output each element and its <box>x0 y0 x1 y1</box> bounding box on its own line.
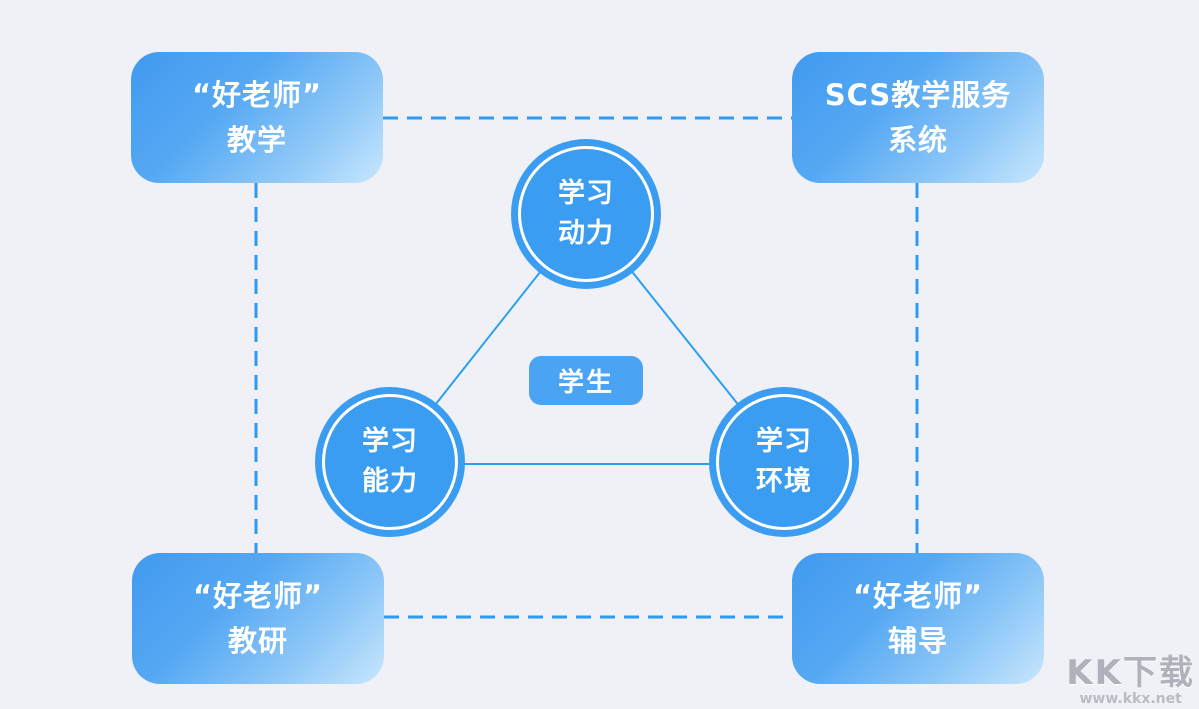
node-good-teacher-tutoring: “好老师” 辅导 <box>792 553 1044 684</box>
node-label-line1: 学习 <box>558 178 614 209</box>
dashed-connectors <box>254 116 919 619</box>
node-scs-teaching-service-system: SCS教学服务 系统 <box>792 52 1044 183</box>
node-label-line1: 学习 <box>756 426 812 457</box>
node-label-line2: 动力 <box>558 218 614 249</box>
node-label-line2: 教学 <box>226 122 287 157</box>
node-label-line2: 能力 <box>362 466 418 497</box>
node-label-line1: “好老师” <box>852 578 984 613</box>
node-label-line1: “好老师” <box>192 578 324 613</box>
node-learning-ability: 学习 能力 <box>315 387 465 537</box>
node-learning-motivation: 学习 动力 <box>511 139 661 289</box>
watermark-brand: KK下载 <box>1066 653 1195 693</box>
node-label-line2: 环境 <box>756 466 812 497</box>
node-learning-environment: 学习 环境 <box>709 387 859 537</box>
node-student: 学生 <box>529 356 643 405</box>
node-good-teacher-teaching: “好老师” 教学 <box>131 52 383 183</box>
watermark: KK下载 www.kkx.net <box>1066 655 1195 707</box>
node-label-line1: 学习 <box>362 426 418 457</box>
node-label-line2: 教研 <box>227 623 288 658</box>
watermark-site-url: www.kkx.net <box>1079 691 1182 707</box>
node-label: 学生 <box>557 368 614 398</box>
node-label-line2: 辅导 <box>887 623 948 658</box>
node-good-teacher-research: “好老师” 教研 <box>132 553 384 684</box>
node-label-line1: “好老师” <box>191 77 323 112</box>
node-label-line2: 系统 <box>887 122 948 157</box>
node-label-line1: SCS教学服务 <box>824 77 1012 112</box>
